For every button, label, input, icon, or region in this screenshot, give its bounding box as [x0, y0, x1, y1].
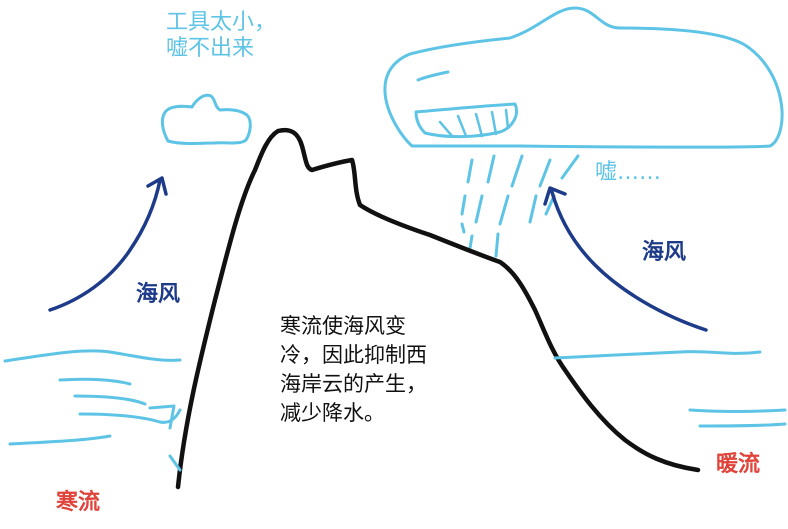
explanation-line4: 减少降水。 [280, 401, 385, 425]
explanation-line3: 海岸云的产生， [280, 372, 427, 396]
right-sea-surface [553, 350, 762, 360]
small-cloud [160, 93, 252, 145]
right-wind-arrowhead [543, 186, 567, 206]
explanation-line2: 冷，因此抑制西 [280, 343, 427, 367]
tools-too-small-line2: 嘘不出来 [166, 36, 255, 61]
warm-current-lines [688, 408, 787, 428]
breath-lines [460, 154, 580, 258]
tools-too-small-line1: 工具太小， [166, 10, 277, 35]
cold-current-lines [8, 377, 182, 472]
mountain-outline [175, 127, 701, 490]
blow-sound-label: 嘘…… [595, 160, 662, 185]
cloud-eye [416, 70, 450, 82]
left-wind-arrowhead [146, 176, 168, 196]
right-wind-arrow [550, 190, 708, 332]
cloud-mouth [414, 102, 518, 139]
left-sea-wind-label: 海风 [136, 282, 181, 307]
cloud-teeth [438, 108, 510, 138]
explanation-line1: 寒流使海风变 [280, 314, 406, 338]
left-wind-arrow [48, 178, 162, 312]
cold-current-label: 寒流 [56, 490, 101, 515]
big-cloud [383, 6, 784, 149]
warm-current-label: 暖流 [716, 452, 761, 477]
right-sea-wind-label: 海风 [642, 240, 687, 265]
left-sea-surface [3, 349, 182, 363]
